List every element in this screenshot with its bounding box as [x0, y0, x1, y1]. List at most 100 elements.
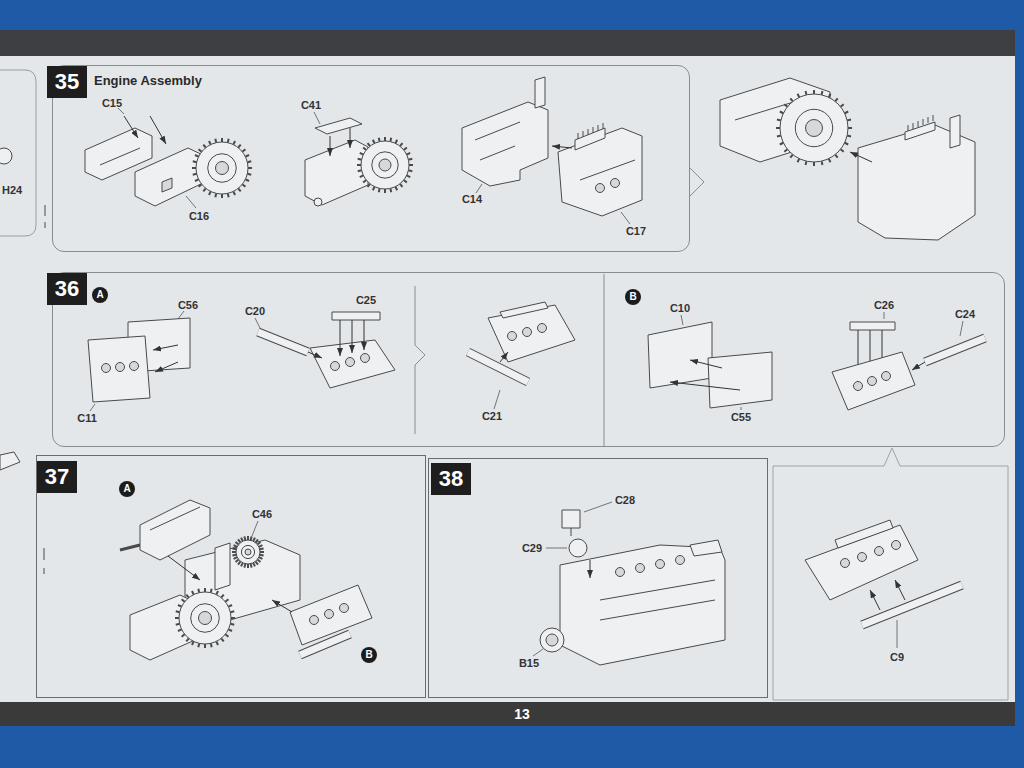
part-outline [305, 140, 368, 205]
part-number: C28 [615, 494, 635, 506]
assembly-arrow [690, 360, 722, 368]
leader-line [584, 502, 612, 512]
part-line [221, 138, 223, 142]
part-circle [199, 612, 212, 625]
part-line [234, 545, 238, 547]
part-line [363, 180, 366, 182]
part-line [100, 148, 140, 165]
part-number: C14 [462, 193, 482, 205]
part-line [845, 143, 849, 145]
part-line [221, 194, 223, 198]
part-line [790, 155, 792, 158]
top-band [0, 30, 1015, 56]
part-line [225, 634, 228, 636]
step-panel: 35Engine Assembly [52, 65, 690, 252]
part-line [925, 338, 985, 362]
leader-line [178, 311, 184, 319]
part-line [400, 143, 402, 146]
part-line [784, 104, 787, 106]
part-outline [0, 452, 20, 470]
part-circle [523, 328, 532, 337]
callout-marker: A [119, 481, 135, 497]
part-circle [841, 559, 850, 568]
part-circle [858, 553, 867, 562]
part-outline [88, 336, 150, 402]
part-line [258, 332, 308, 352]
part-line [199, 184, 202, 186]
step-panel: 37AB [36, 455, 426, 698]
part-line [404, 180, 407, 182]
part-line [259, 545, 263, 547]
part-line [862, 585, 962, 625]
part-line [583, 131, 584, 137]
part-line [232, 551, 236, 553]
part-circle [882, 372, 891, 381]
part-number: C21 [482, 410, 502, 422]
part-line [845, 112, 849, 114]
part-line [373, 140, 375, 144]
part-line [235, 542, 238, 544]
part-outline [162, 178, 172, 192]
leader-line [897, 620, 898, 648]
assembly-arrow [552, 146, 572, 148]
assembly-arrow [150, 116, 166, 144]
part-circle [191, 604, 220, 633]
assembly-arrow [340, 320, 341, 356]
part-number: C17 [626, 225, 646, 237]
part-circle [236, 540, 260, 564]
step-number: 35 [47, 66, 87, 98]
part-line [918, 121, 919, 127]
assembly-arrow [850, 152, 872, 162]
bottom-band [0, 702, 1015, 726]
assembly-arrow [124, 116, 138, 138]
part-line [192, 641, 194, 645]
part-outline [500, 302, 548, 318]
part-line [44, 548, 45, 560]
page-fragment [0, 70, 36, 236]
part-line [404, 148, 407, 150]
part-circle [179, 592, 231, 644]
assembly-arrow [895, 580, 905, 600]
part-line [780, 143, 784, 145]
part-line [221, 638, 223, 641]
part-number: C11 [77, 412, 97, 424]
part-circle [780, 94, 848, 162]
part-circle [331, 362, 340, 371]
part-line [578, 133, 579, 139]
part-line [357, 164, 361, 166]
leader-line [741, 407, 742, 410]
part-line [841, 149, 844, 151]
part-outline [535, 77, 545, 108]
assembly-arrow [590, 560, 591, 578]
part-outline [905, 122, 935, 140]
part-line [182, 634, 185, 636]
part-line [407, 153, 411, 155]
part-line [400, 184, 402, 187]
part-circle [540, 628, 564, 652]
callout-marker: A [92, 287, 108, 303]
part-line [44, 568, 45, 574]
part-line [225, 599, 228, 601]
part-line [784, 149, 787, 151]
leader-line [546, 548, 567, 549]
part-circle [868, 377, 877, 386]
leader-line [884, 312, 885, 319]
part-line [790, 98, 792, 101]
part-line [258, 332, 308, 352]
step-number: 37 [37, 461, 77, 493]
part-line [247, 564, 249, 568]
part-circle [538, 324, 547, 333]
part-line [598, 125, 599, 131]
leader-line [681, 315, 683, 325]
part-line [238, 561, 240, 564]
part-line [175, 617, 179, 619]
part-line [360, 153, 364, 155]
part-number: C25 [356, 294, 376, 306]
section-divider [604, 274, 605, 446]
step-heading: Engine Assembly [94, 73, 202, 88]
part-line [245, 179, 249, 181]
part-number: C10 [670, 302, 690, 314]
